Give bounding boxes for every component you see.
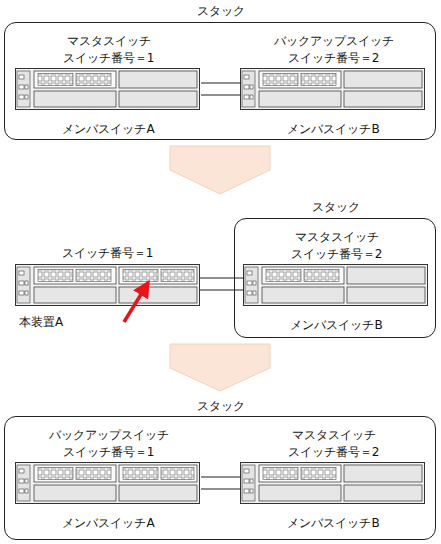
switch-label: スイッチ番号＝1 <box>62 245 154 261</box>
switch-label: メンバスイッチB <box>290 317 382 333</box>
switch-label: スイッチ番号＝2 <box>288 444 380 460</box>
stack-cable <box>200 289 244 290</box>
stack-group: マスタスイッチスイッチ番号＝1 メンバスイッチA バックアップスイッチスイッチ番号＝… <box>4 22 436 140</box>
flow-chevron <box>170 146 270 194</box>
switch-label: バックアップスイッチ <box>274 33 394 49</box>
switch-unit <box>16 69 200 110</box>
switch-label: スイッチ番号＝1 <box>63 444 155 460</box>
switch-label: バックアップスイッチ <box>49 427 169 443</box>
stack-group: マスタスイッチスイッチ番号＝2メンバスイッチBスタック <box>234 218 436 338</box>
member-switch: バックアップスイッチスイッチ番号＝2 メンバスイッチB <box>241 33 426 137</box>
insert-arrow <box>124 283 148 322</box>
member-switch: マスタスイッチスイッチ番号＝2 メンバスイッチB <box>241 427 426 531</box>
stack-group: バックアップスイッチスイッチ番号＝1 メンバスイッチA マスタスイッチスイッチ番号＝… <box>4 416 436 540</box>
stack-title: スタック <box>312 199 360 215</box>
flow-chevron <box>170 344 270 391</box>
switch-label: マスタスイッチ <box>295 229 379 245</box>
switch-label: マスタスイッチ <box>67 33 151 49</box>
switch-label: メンバスイッチB <box>287 121 379 137</box>
switch-label: 本装置A <box>19 314 63 330</box>
switch-label: スイッチ番号＝2 <box>288 50 380 66</box>
stack-cable <box>201 476 241 477</box>
member-switch: マスタスイッチスイッチ番号＝1 メンバスイッチA <box>16 33 201 137</box>
switch-label: マスタスイッチ <box>292 427 376 443</box>
stack-title: スタック <box>197 3 245 19</box>
switch-unit <box>241 463 425 504</box>
stack-cable <box>201 82 241 83</box>
member-switch: スイッチ番号＝1 本装置A <box>15 245 200 331</box>
stack-title: スタック <box>197 398 245 414</box>
switch-unit <box>16 265 200 306</box>
switch-label: メンバスイッチB <box>287 515 379 531</box>
switch-label: メンバスイッチA <box>62 121 154 137</box>
stack-cable <box>201 488 241 489</box>
stack-cable <box>200 277 244 278</box>
switch-unit <box>244 265 428 306</box>
switch-label: メンバスイッチA <box>62 515 154 531</box>
switch-label: スイッチ番号＝2 <box>291 246 383 262</box>
stack-cable <box>201 94 241 95</box>
member-switch: マスタスイッチスイッチ番号＝2 メンバスイッチB <box>244 229 429 333</box>
switch-label: スイッチ番号＝1 <box>63 50 155 66</box>
switch-unit <box>16 463 200 504</box>
switch-unit <box>241 69 425 110</box>
member-switch: バックアップスイッチスイッチ番号＝1 メンバスイッチA <box>16 427 201 531</box>
